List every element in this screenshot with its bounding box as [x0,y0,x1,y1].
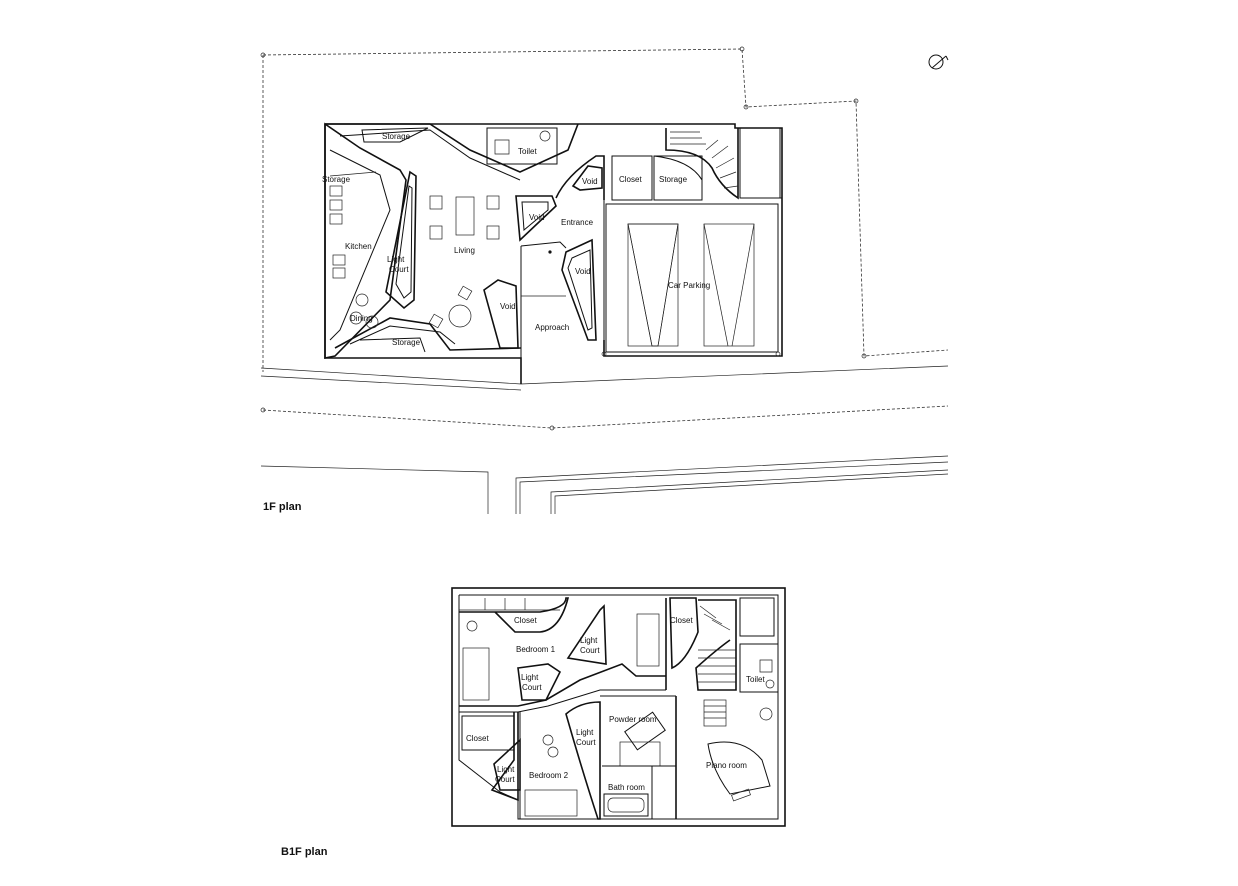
label-light-court-d1: Light [576,728,594,737]
label-light-court-b2: Court [522,683,542,692]
label-light-court-1f-a: Light [387,255,405,264]
bathtub [603,793,649,817]
void-2 [571,165,603,191]
car-parking-bays [605,203,779,353]
label-void-3: Void [575,267,591,276]
label-storage-bottom: Storage [392,338,421,347]
label-closet-b1-3: Closet [466,734,489,743]
label-dining: Dining [350,314,373,323]
wall-storage-kitchen [324,122,407,359]
site-boundary-road [262,405,949,429]
label-bedroom-2: Bedroom 2 [529,771,569,780]
label-light-court-1f-b: Court [389,265,409,274]
label-bath-room: Bath room [608,783,645,792]
light-court-1 [385,170,417,310]
label-light-court-c2: Court [495,775,515,784]
void-3 [561,238,597,341]
label-car-parking: Car Parking [668,281,710,290]
label-void-2: Void [582,177,598,186]
house-outline [325,123,783,357]
grand-piano-icon [707,741,771,802]
label-storage-top: Storage [382,132,411,141]
ground-floor-plan: Storage Toilet Storage Kitchen Light Cou… [260,46,949,514]
powder-room-fixtures [602,711,676,767]
label-bedroom-1: Bedroom 1 [516,645,556,654]
caption-1f-plan: 1F plan [263,501,302,513]
basement-floor-plan: Closet Closet Closet Bedroom 1 Light Cou… [281,587,786,858]
label-light-court-a1: Light [580,636,598,645]
stair-b1f [695,599,737,691]
b1-light-court-a [566,604,607,665]
void-4 [483,279,519,349]
label-void-4: Void [500,302,516,311]
label-storage-right: Storage [659,175,688,184]
label-piano-room: Piano room [706,761,747,770]
label-closet-b1-2: Closet [670,616,693,625]
road-edge-lower [260,465,489,514]
label-void-1: Void [529,213,545,222]
label-powder-room: Powder room [609,715,657,724]
north-arrow-icon [928,54,949,70]
basement-outline [451,587,786,827]
site-boundary [262,48,949,357]
label-toilet-b1: Toilet [746,675,765,684]
label-entrance: Entrance [561,218,594,227]
label-light-court-b1: Light [521,673,539,682]
label-living: Living [454,246,475,255]
label-storage-left: Storage [322,175,351,184]
label-light-court-d2: Court [576,738,596,747]
stair-1f [665,128,739,200]
label-closet-1f: Closet [619,175,642,184]
label-closet-b1-1: Closet [514,616,537,625]
label-toilet-1f: Toilet [518,147,537,156]
kitchen-counter [329,185,346,279]
label-light-court-c1: Light [497,765,515,774]
label-light-court-a2: Court [580,646,600,655]
void-1 [515,195,557,242]
b1-light-court-d [565,701,601,820]
label-kitchen: Kitchen [345,242,372,251]
caption-b1f-plan: B1F plan [281,846,328,858]
b1-light-court-b [517,663,562,701]
label-approach: Approach [535,323,569,332]
